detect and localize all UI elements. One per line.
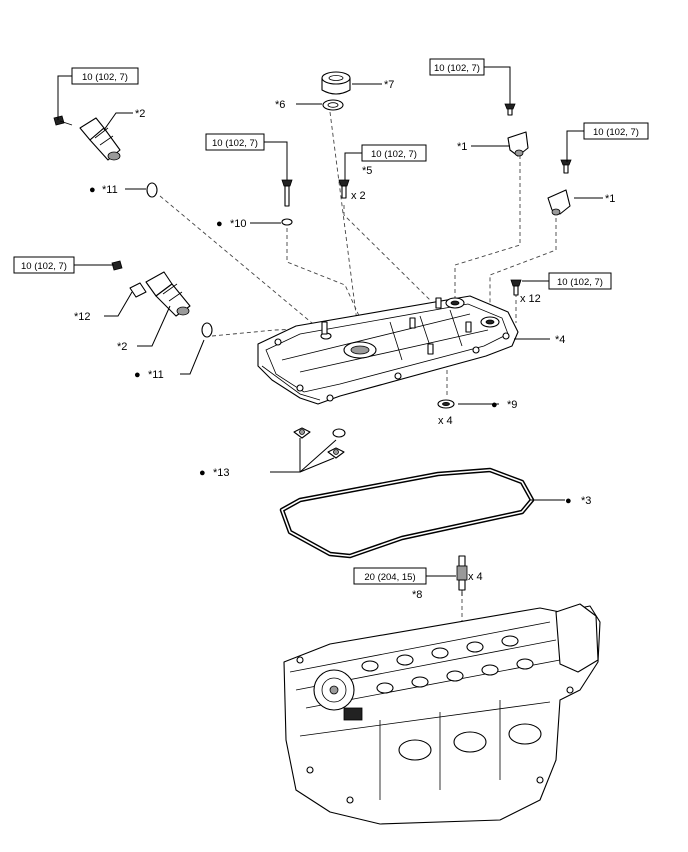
oil-control-valve-lower bbox=[111, 260, 191, 317]
callout-4: *4 bbox=[555, 334, 565, 346]
bullet-11-lower: ● bbox=[134, 369, 141, 381]
oil-control-valve-upper bbox=[53, 115, 121, 161]
torque-text-5: 10 (102, 7) bbox=[371, 149, 417, 160]
torque-text-3: 10 (102, 7) bbox=[593, 127, 639, 138]
bullet-10: ● bbox=[216, 218, 223, 230]
callout-1-lower: *1 bbox=[605, 193, 615, 205]
qty-spark-plug: x 4 bbox=[468, 571, 483, 583]
torque-text-1: 10 (102, 7) bbox=[82, 72, 128, 83]
torque-box-3 bbox=[583, 122, 649, 140]
cylinder-head bbox=[283, 603, 601, 825]
oil-filler-cap bbox=[321, 71, 351, 95]
callout-10: *10 bbox=[230, 218, 247, 230]
bolt-long bbox=[281, 179, 293, 207]
torque-specs: 10 (102, 7) 10 (102, 7) 10 (102, 7) 10 (… bbox=[13, 58, 649, 585]
bolt-5 bbox=[338, 179, 350, 199]
torque-box-7 bbox=[548, 272, 612, 290]
cam-position-sensor-lower bbox=[547, 159, 572, 216]
callout-7: *7 bbox=[384, 79, 394, 91]
callout-11-upper: *11 bbox=[102, 184, 118, 196]
bullets: ● ● ● ● ● ● bbox=[89, 184, 572, 507]
callout-11-lower: *11 bbox=[148, 369, 164, 381]
torque-text-8: 20 (204, 15) bbox=[364, 572, 415, 583]
callout-8: *8 bbox=[412, 589, 422, 601]
bullet-13: ● bbox=[199, 467, 206, 479]
callout-12: *12 bbox=[74, 311, 91, 323]
callout-2-lower: *2 bbox=[117, 341, 127, 353]
spark-plug-tube-gaskets bbox=[293, 427, 346, 459]
callouts: *2 *7 *6 *1 *1 *5 *11 *10 *12 *2 *11 *4 … bbox=[74, 79, 615, 601]
torque-box-4 bbox=[205, 133, 265, 151]
callout-5: *5 bbox=[362, 165, 372, 177]
seal-washer-9 bbox=[437, 399, 455, 409]
callout-3: *3 bbox=[581, 495, 591, 507]
bullet-3: ● bbox=[565, 495, 572, 507]
torque-box-8 bbox=[353, 567, 427, 585]
cap-gasket bbox=[322, 99, 344, 111]
qty-bolt-5: x 2 bbox=[351, 190, 366, 202]
head-cover-gasket bbox=[279, 467, 535, 559]
torque-text-7: 10 (102, 7) bbox=[557, 277, 603, 288]
quantities: x 2 x 12 x 4 x 4 bbox=[351, 190, 541, 583]
torque-text-2: 10 (102, 7) bbox=[434, 63, 480, 74]
cam-position-sensor-upper bbox=[504, 103, 529, 157]
qty-seal-9: x 4 bbox=[438, 415, 453, 427]
torque-text-6: 10 (102, 7) bbox=[21, 261, 67, 272]
torque-box-2 bbox=[429, 58, 485, 76]
bolt-x12 bbox=[510, 279, 522, 296]
torque-box-5 bbox=[361, 144, 427, 162]
torque-box-6 bbox=[13, 256, 75, 274]
callout-9: *9 bbox=[507, 399, 517, 411]
callout-6: *6 bbox=[275, 99, 285, 111]
o-ring-lower bbox=[201, 322, 213, 338]
callout-1-upper: *1 bbox=[457, 141, 467, 153]
torque-text-4: 10 (102, 7) bbox=[212, 138, 258, 149]
bullet-11-upper: ● bbox=[89, 184, 96, 196]
cylinder-head-cover bbox=[257, 295, 519, 405]
callout-2-upper: *2 bbox=[135, 108, 145, 120]
spark-plug bbox=[456, 555, 468, 596]
bullet-9: ● bbox=[491, 399, 498, 411]
seal-washer-10 bbox=[281, 218, 293, 226]
callout-13: *13 bbox=[213, 467, 230, 479]
qty-bolt-12: x 12 bbox=[520, 293, 541, 305]
torque-box-1 bbox=[71, 67, 139, 85]
o-ring-upper bbox=[146, 182, 158, 198]
